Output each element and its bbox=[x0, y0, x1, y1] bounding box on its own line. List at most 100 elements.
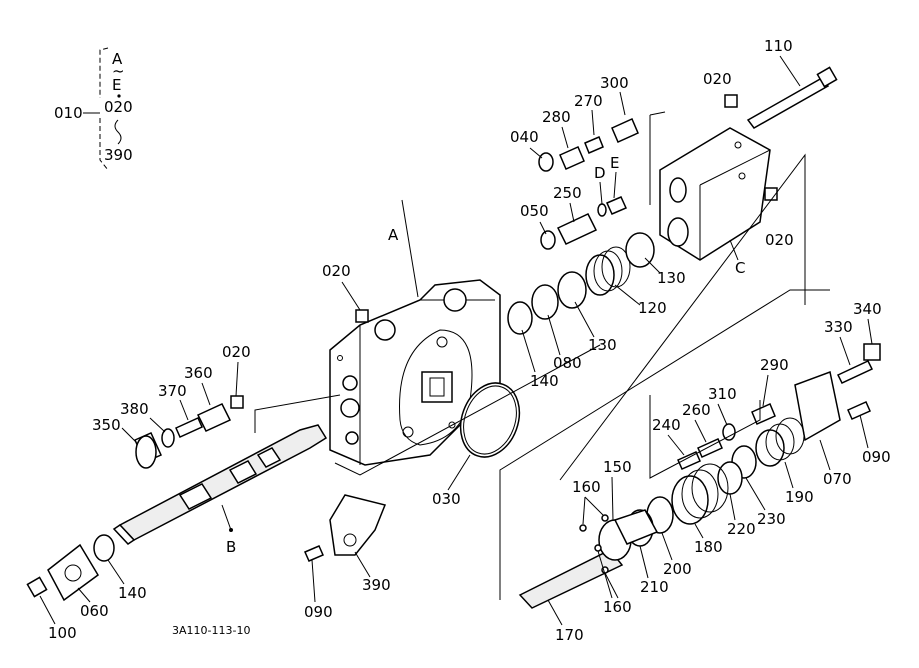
ref-b: B bbox=[226, 538, 236, 556]
callout-250: 250 bbox=[553, 184, 582, 202]
poppet-280 bbox=[559, 146, 585, 170]
part-e bbox=[606, 196, 627, 215]
seal-140-lower bbox=[93, 534, 115, 562]
callout-230: 230 bbox=[757, 510, 786, 528]
assembly-legend: A ~ E 010 020 390 bbox=[54, 47, 133, 171]
drawing-code: 3A110-113-10 bbox=[172, 624, 250, 637]
screw-020-body bbox=[355, 309, 369, 323]
ref-a: A bbox=[388, 226, 399, 244]
screw-020-top bbox=[724, 94, 738, 108]
bolt-330 bbox=[836, 360, 874, 384]
ring-310 bbox=[722, 423, 736, 441]
legend-range-start: A bbox=[112, 50, 123, 68]
callout-090-left: 090 bbox=[304, 603, 333, 621]
seat-130a bbox=[557, 271, 587, 309]
callout-380: 380 bbox=[120, 400, 149, 418]
spring-120 bbox=[585, 246, 631, 296]
spring-370 bbox=[175, 417, 203, 438]
bracket-390 bbox=[329, 494, 387, 556]
ref-e: E bbox=[610, 154, 619, 172]
callout-140-b: 140 bbox=[118, 584, 147, 602]
spring-180 bbox=[671, 463, 729, 525]
legend-range-end: E bbox=[112, 76, 121, 94]
callout-390: 390 bbox=[362, 576, 391, 594]
callout-280: 280 bbox=[542, 108, 571, 126]
bolt-090-left bbox=[304, 545, 324, 562]
callout-270: 270 bbox=[574, 92, 603, 110]
callout-060: 060 bbox=[80, 602, 109, 620]
callout-030: 030 bbox=[432, 490, 461, 508]
callout-090-right: 090 bbox=[862, 448, 891, 466]
callout-120: 120 bbox=[638, 299, 667, 317]
callout-020-body: 020 bbox=[322, 262, 351, 280]
callout-340: 340 bbox=[853, 300, 882, 318]
spring-190 bbox=[755, 417, 805, 467]
callout-070: 070 bbox=[823, 470, 852, 488]
callout-180: 180 bbox=[694, 538, 723, 556]
nut-340 bbox=[863, 343, 881, 361]
callout-050: 050 bbox=[520, 202, 549, 220]
assembly-guide-lines bbox=[254, 111, 830, 600]
seal-140 bbox=[507, 301, 533, 335]
ring-220 bbox=[717, 461, 743, 495]
ref-d: D bbox=[594, 164, 606, 182]
callout-020-top: 020 bbox=[703, 70, 732, 88]
spool-170 bbox=[518, 549, 624, 609]
callout-220: 220 bbox=[727, 520, 756, 538]
bolt-110 bbox=[746, 66, 838, 129]
o-ring-030 bbox=[459, 382, 521, 458]
callout-130-a: 130 bbox=[588, 336, 617, 354]
callout-080: 080 bbox=[553, 354, 582, 372]
callout-360: 360 bbox=[184, 364, 213, 382]
callout-110: 110 bbox=[764, 37, 793, 55]
callout-100: 100 bbox=[48, 624, 77, 642]
flange-060 bbox=[47, 543, 99, 602]
callout-200: 200 bbox=[663, 560, 692, 578]
ref-c: C bbox=[735, 259, 745, 277]
bolt-090-right bbox=[847, 401, 871, 420]
callout-labels: 110 020 020 C 300 270 280 040 D E 250 05… bbox=[39, 37, 891, 644]
part-290 bbox=[751, 403, 776, 425]
callout-150: 150 bbox=[603, 458, 632, 476]
callout-130-b: 130 bbox=[657, 269, 686, 287]
callout-160-a: 160 bbox=[572, 478, 601, 496]
legend-last-part: 390 bbox=[104, 146, 133, 164]
callout-190: 190 bbox=[785, 488, 814, 506]
cap-c bbox=[659, 127, 771, 261]
callout-210: 210 bbox=[640, 578, 669, 596]
screw-020-left bbox=[230, 395, 244, 409]
poppet-250 bbox=[556, 213, 598, 245]
seat-130b bbox=[625, 232, 655, 268]
legend-assembly-no: 010 bbox=[54, 104, 83, 122]
callout-240: 240 bbox=[652, 416, 681, 434]
legend-range-tilde: ~ bbox=[112, 62, 125, 80]
ring-080 bbox=[531, 284, 559, 320]
spool-b bbox=[112, 424, 328, 545]
o-ring-380 bbox=[161, 428, 175, 448]
part-d bbox=[597, 203, 607, 217]
callout-300: 300 bbox=[600, 74, 629, 92]
callout-170: 170 bbox=[555, 626, 584, 644]
poppet-360 bbox=[196, 403, 232, 432]
callout-140-a: 140 bbox=[530, 372, 559, 390]
callout-020-right: 020 bbox=[765, 231, 794, 249]
legend-first-part: 020 bbox=[104, 98, 133, 116]
callout-330: 330 bbox=[824, 318, 853, 336]
o-ring-040 bbox=[538, 152, 554, 172]
callout-020-left: 020 bbox=[222, 343, 251, 361]
pin-240 bbox=[677, 451, 701, 470]
spring-270 bbox=[584, 136, 604, 154]
callout-290: 290 bbox=[760, 356, 789, 374]
callout-160-b: 160 bbox=[603, 598, 632, 616]
callout-040: 040 bbox=[510, 128, 539, 146]
callout-310: 310 bbox=[708, 385, 737, 403]
o-ring-050 bbox=[540, 230, 556, 250]
callout-350: 350 bbox=[92, 416, 121, 434]
callout-370: 370 bbox=[158, 382, 187, 400]
bolt-100 bbox=[26, 576, 48, 598]
valve-body-a bbox=[329, 199, 501, 466]
plug-300 bbox=[611, 118, 639, 143]
callout-260: 260 bbox=[682, 401, 711, 419]
cover-070 bbox=[794, 370, 841, 442]
